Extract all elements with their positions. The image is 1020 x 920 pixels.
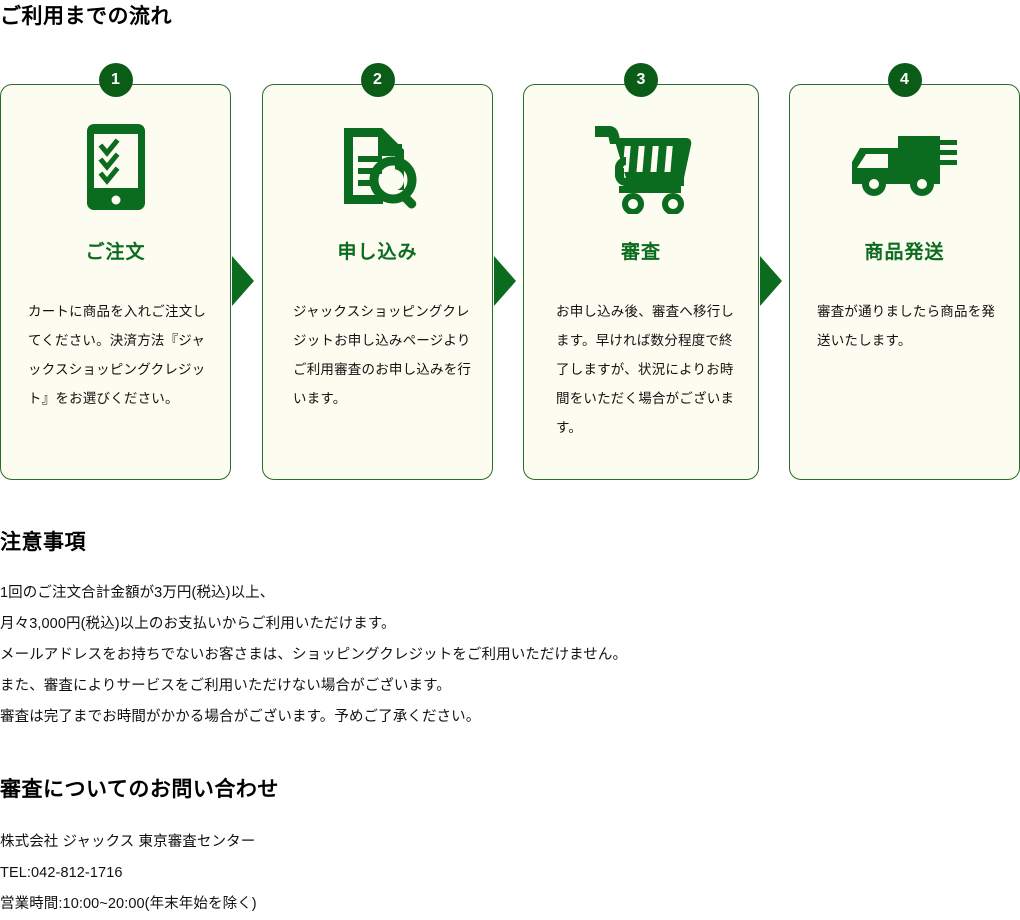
contact-business-hours: 営業時間:10:00~20:00(年末年始を除く) — [0, 896, 257, 912]
step-number-badge-4: 4 — [887, 63, 922, 97]
flow-step-card-4: 4 商品発送 審査が通りましたら商品を発送いたします。 — [789, 63, 1020, 480]
step-number-badge-3: 3 — [624, 63, 658, 97]
smartphone-checklist-icon — [1, 117, 230, 217]
contact-phone-number[interactable]: TEL:042-812-1716 — [0, 865, 123, 881]
note-line: また、審査によりサービスをご利用いただけない場合がございます。 — [0, 678, 451, 694]
flow-step-name-4: 商品発送 — [864, 242, 945, 263]
flow-step-card-1: 1 ご注文 カートに商品を入れご注文してください。決済方法『ジャックスショッピン… — [0, 63, 231, 480]
delivery-truck-icon — [790, 117, 1019, 217]
flow-step-name-3: 審査 — [620, 242, 661, 263]
note-line: 1回のご注文合計金額が3万円(税込)以上、 — [0, 585, 275, 601]
flow-step-description-1: カートに商品を入れご注文してください。決済方法『ジャックスショッピングクレジット… — [28, 304, 207, 407]
notes-section-title: 注意事項 — [0, 531, 86, 554]
note-line: メールアドレスをお持ちでないお客さまは、ショッピングクレジットをご利用いただけま… — [0, 647, 628, 663]
flow-arrow-icon-2 — [494, 256, 516, 306]
step-number-badge-2: 2 — [360, 63, 395, 97]
shopping-cart-icon — [524, 117, 758, 217]
flow-steps-container: 1 ご注文 カートに商品を入れご注文してください。決済方法『ジャックスショッピン… — [0, 63, 1020, 482]
step-number-badge-1: 1 — [98, 63, 133, 97]
contact-section-title: 審査についてのお問い合わせ — [0, 778, 279, 801]
flow-step-card-2: 2 申し込み ジャックスショッピングクレジットお申し込みページよりご利用審査のお… — [262, 63, 493, 480]
note-line: 審査は完了までお時間がかかる場合がございます。予めご了承ください。 — [0, 709, 481, 725]
flow-step-name-1: ご注文 — [85, 242, 146, 263]
contact-details: 株式会社 ジャックス 東京審査センター TEL:042-812-1716 営業時… — [0, 827, 1020, 920]
flow-step-description-2: ジャックスショッピングクレジットお申し込みページよりご利用審査のお申し込みを行い… — [293, 304, 472, 407]
contact-company-name: 株式会社 ジャックス 東京審査センター — [0, 834, 256, 850]
flow-step-name-2: 申し込み — [337, 242, 418, 263]
flow-arrow-icon-3 — [760, 256, 782, 306]
note-line: 月々3,000円(税込)以上のお支払いからご利用いただけます。 — [0, 616, 396, 632]
flow-step-description-4: 審査が通りましたら商品を発送いたします。 — [817, 304, 996, 349]
notes-list: 1回のご注文合計金額が3万円(税込)以上、 月々3,000円(税込)以上のお支払… — [0, 578, 1020, 733]
flow-step-card-3: 3 — [523, 63, 759, 480]
document-search-icon — [263, 117, 492, 217]
flow-section-title: ご利用までの流れ — [0, 5, 172, 28]
flow-step-description-3: お申し込み後、審査へ移行します。早ければ数分程度で終了しますが、状況によりお時間… — [556, 304, 735, 436]
flow-arrow-icon-1 — [232, 256, 254, 306]
